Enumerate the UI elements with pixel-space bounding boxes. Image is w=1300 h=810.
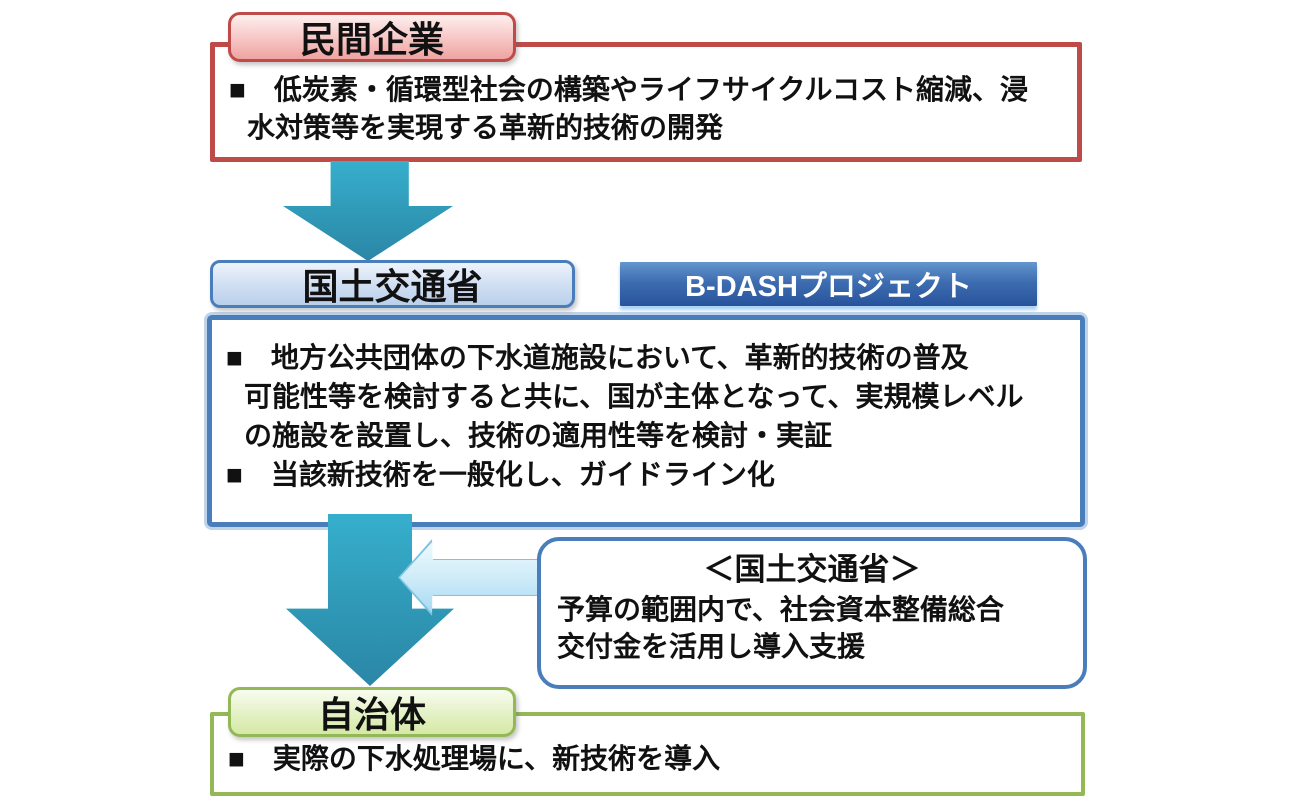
mlit-text-line-2: 可能性等を検討すると共に、国が主体となって、実規模レベル <box>244 381 1024 412</box>
support-note-line-1: 予算の範囲内で、社会資本整備総合 <box>557 594 1004 625</box>
mlit-badge-label: 国土交通省 <box>302 266 483 307</box>
support-note-line-2: 交付金を活用し導入支援 <box>557 631 866 662</box>
support-note-title: ＜国土交通省＞ <box>703 552 921 587</box>
municipality-text-line-1: ■ 実際の下水処理場に、新技術を導入 <box>228 743 721 774</box>
private-sector-body: ■ 低炭素・循環型社会の構築やライフサイクルコスト縮減、浸 水対策等を実現する革… <box>215 47 1077 147</box>
bdash-project-badge: B-DASHプロジェクト <box>620 262 1037 306</box>
mlit-box: ■ 地方公共団体の下水道施設において、革新的技術の普及 可能性等を検討すると共に… <box>207 315 1085 527</box>
left-arrow-fill <box>400 541 538 614</box>
down-arrow-1 <box>283 161 453 261</box>
mlit-text-line-4: ■ 当該新技術を一般化し、ガイドライン化 <box>226 459 775 490</box>
municipality-badge-label: 自治体 <box>317 694 426 735</box>
mlit-body: ■ 地方公共団体の下水道施設において、革新的技術の普及 可能性等を検討すると共に… <box>212 320 1080 494</box>
municipality-body: ■ 実際の下水処理場に、新技術を導入 <box>214 716 1081 778</box>
support-note-box: ＜国土交通省＞ 予算の範囲内で、社会資本整備総合 交付金を活用し導入支援 <box>537 537 1087 689</box>
private-sector-text-line-2: 水対策等を実現する革新的技術の開発 <box>247 112 724 143</box>
mlit-text-line-3: の施設を設置し、技術の適用性等を検討・実証 <box>244 420 833 451</box>
mlit-text-line-1: ■ 地方公共団体の下水道施設において、革新的技術の普及 <box>226 342 969 373</box>
left-arrow <box>398 539 540 616</box>
private-sector-badge: 民間企業 <box>228 12 516 62</box>
bdash-project-badge-label: B-DASHプロジェクト <box>685 271 972 303</box>
private-sector-text-line-1: ■ 低炭素・循環型社会の構築やライフサイクルコスト縮減、浸 <box>229 74 1028 105</box>
municipality-badge: 自治体 <box>228 687 516 737</box>
private-sector-badge-label: 民間企業 <box>299 19 444 60</box>
private-sector-box: ■ 低炭素・循環型社会の構築やライフサイクルコスト縮減、浸 水対策等を実現する革… <box>210 42 1082 162</box>
mlit-badge: 国土交通省 <box>210 260 575 308</box>
